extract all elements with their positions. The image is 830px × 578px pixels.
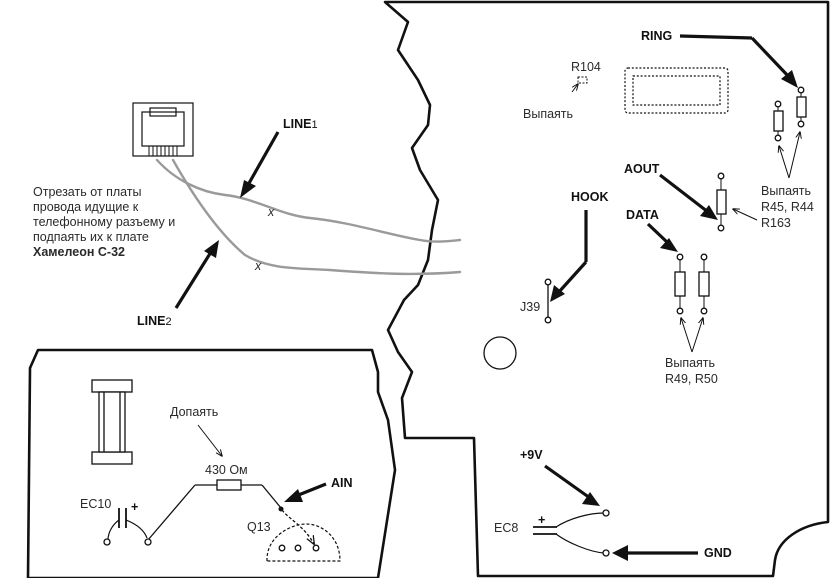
r104-label: R104 (571, 60, 601, 74)
capacitor-ec8 (533, 509, 610, 557)
solder-add-label: Допаять (170, 405, 218, 419)
q13-label: Q13 (247, 520, 271, 534)
unsolder-r45-label: Выпаять (761, 184, 811, 198)
line1-arrow (246, 131, 280, 186)
gnd-label: GND (704, 546, 732, 560)
j39-label: J39 (520, 300, 540, 314)
cut-mark-1: x (267, 205, 275, 219)
line2-arrow (174, 251, 213, 309)
ec10-label: EC10 (80, 497, 111, 511)
transistor-q13 (266, 506, 341, 562)
data-arrow (646, 222, 670, 245)
line2-label: LINE2 (137, 314, 172, 328)
ain-label: AIN (331, 476, 353, 490)
unsolder-r104-label: Выпаять (523, 107, 573, 121)
resistor-r50 (698, 253, 710, 315)
ec10-plus: + (131, 500, 138, 514)
dotted-chip (624, 67, 729, 114)
ring-arrow (679, 34, 753, 40)
r45-r44-label: R45, R44 (761, 200, 814, 214)
resistor-r45 (773, 100, 784, 142)
r163-label: R163 (761, 216, 791, 230)
hook-label: HOOK (571, 190, 609, 204)
plus9v-label: +9V (520, 448, 543, 462)
ring-label: RING (641, 29, 672, 43)
main-board-outline (383, 0, 830, 578)
cut-mark-2: x (254, 259, 262, 273)
wire-line2 (171, 158, 462, 276)
aout-arrow (659, 173, 709, 214)
wire-line1 (155, 158, 462, 243)
r49-r50-label: R49, R50 (665, 372, 718, 386)
plus9v-arrow (544, 464, 591, 500)
resistor-r44 (796, 86, 807, 128)
resistor-430-label: 430 Ом (205, 463, 248, 477)
capacitor-ec10 (103, 508, 152, 546)
ec8-label: EC8 (494, 521, 518, 535)
r104-pad (577, 76, 588, 84)
phone-jack (132, 102, 194, 157)
line1-label: LINE1 (283, 117, 318, 131)
resistor-r49 (674, 253, 686, 315)
unsolder-r49-label: Выпаять (665, 356, 715, 370)
data-label: DATA (626, 208, 659, 222)
ec8-plus: + (538, 513, 545, 527)
resistor-r163 (716, 172, 727, 232)
ain-arrow (295, 482, 327, 498)
mounting-hole (483, 336, 517, 370)
transformer (91, 379, 133, 465)
jumper-j39 (544, 278, 552, 324)
aout-label: AOUT (624, 162, 660, 176)
instruction-text: Отрезать от платы провода идущие к телеф… (33, 185, 179, 259)
resistor-430 (147, 479, 282, 541)
